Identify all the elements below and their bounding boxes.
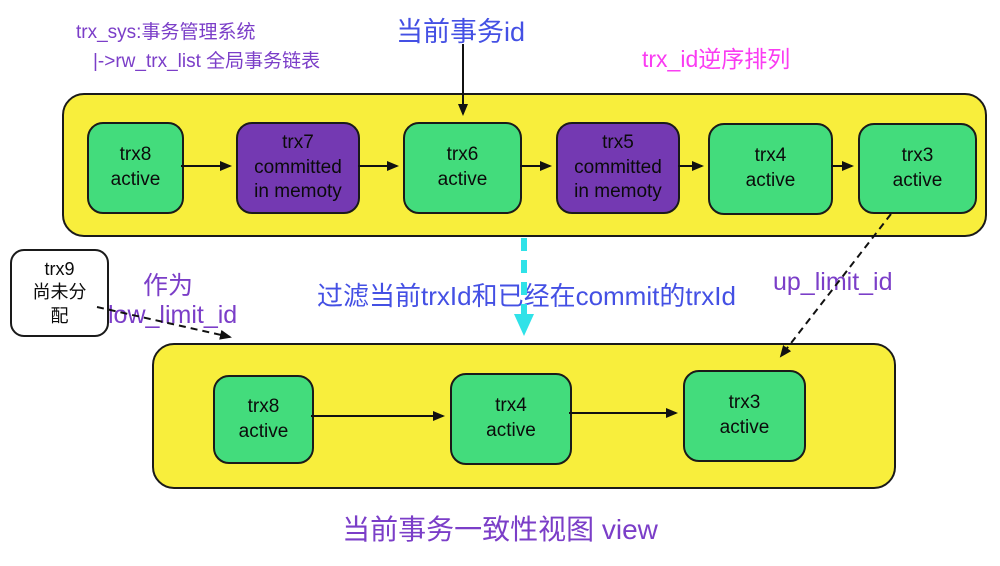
label-as: 作为 bbox=[143, 272, 194, 300]
node-view-trx8: trx8 active bbox=[213, 375, 314, 464]
label-current-trx-id: 当前事务id bbox=[396, 17, 526, 47]
node-top-trx3: trx3 active bbox=[858, 123, 977, 214]
label-filter-trx: 过滤当前trxId和已经在commit的trxId bbox=[317, 281, 736, 311]
label-low-limit-id: low_limit_id bbox=[108, 301, 238, 329]
label-rw-trx-list: |->rw_trx_list 全局事务链表 bbox=[93, 51, 321, 72]
node-top-trx6: trx6 active bbox=[403, 122, 522, 214]
node-view-trx4: trx4 active bbox=[450, 373, 572, 465]
node-trx9-unallocated: trx9 尚未分 配 bbox=[10, 249, 109, 337]
label-trx-id-reverse-order: trx_id逆序排列 bbox=[642, 46, 791, 72]
node-top-trx4: trx4 active bbox=[708, 123, 833, 215]
node-top-trx7: trx7 committed in memoty bbox=[236, 122, 360, 214]
node-top-trx5: trx5 committed in memoty bbox=[556, 122, 680, 214]
rw-trx-list-container bbox=[62, 93, 987, 237]
node-view-trx3: trx3 active bbox=[683, 370, 806, 462]
label-caption-view: 当前事务一致性视图 view bbox=[342, 514, 658, 545]
node-top-trx8: trx8 active bbox=[87, 122, 184, 214]
label-trx-sys: trx_sys:事务管理系统 bbox=[76, 22, 256, 43]
label-up-limit-id: up_limit_id bbox=[773, 268, 893, 296]
